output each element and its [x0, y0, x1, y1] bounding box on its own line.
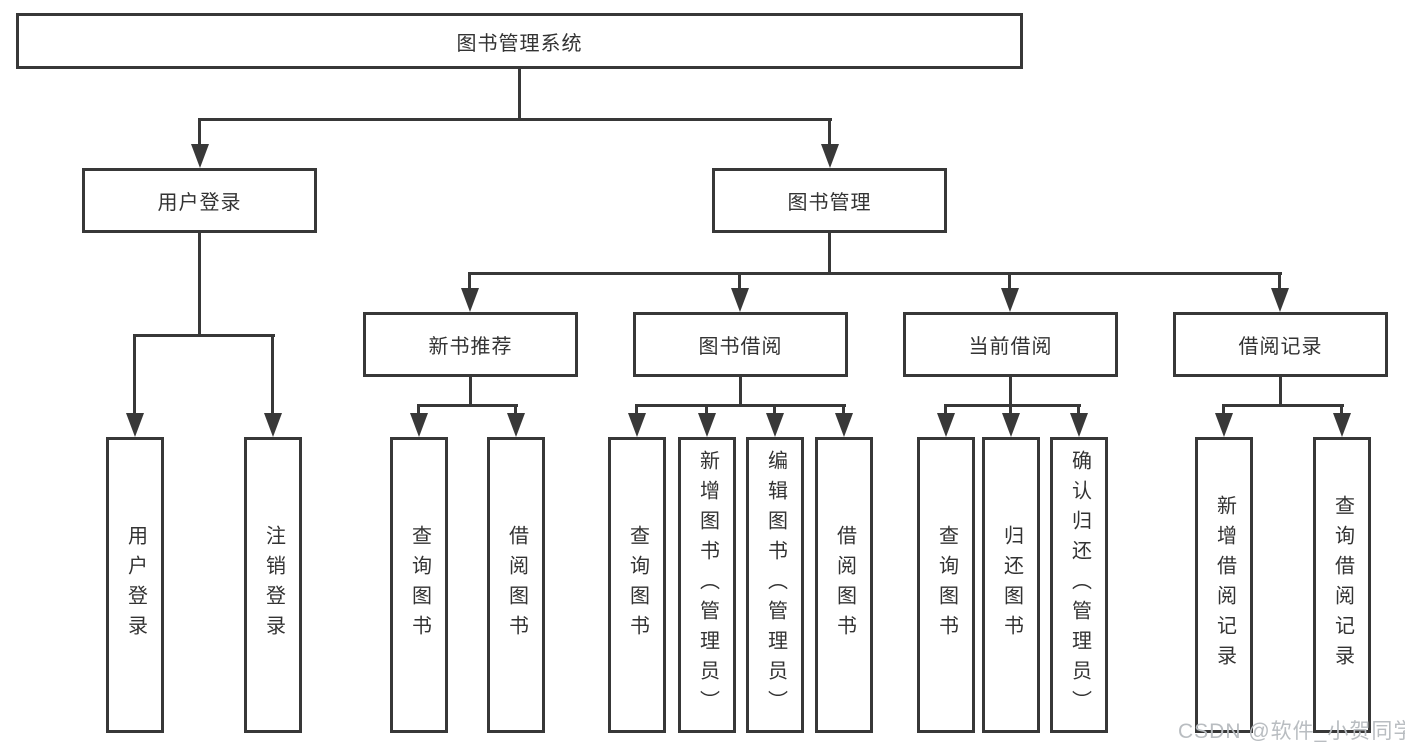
node-label: 查询图书 [408, 525, 431, 645]
arrow-down-icon [264, 413, 282, 437]
node-label: 图书管理系统 [456, 32, 583, 55]
connector-line [518, 69, 521, 121]
leaf-edit-books-admin: 编辑图书（管理员） [746, 437, 804, 733]
connector-line [705, 404, 708, 415]
leaf-confirm-return-admin: 确认归还（管理员） [1050, 437, 1108, 733]
connector-line [1278, 272, 1281, 290]
node-label: 注销登录 [262, 525, 285, 645]
connector-line [828, 118, 831, 146]
node-label: 借阅图书 [505, 525, 528, 645]
arrow-down-icon [410, 413, 428, 437]
node-label: 新增借阅记录 [1213, 495, 1236, 675]
connector-line [417, 404, 420, 415]
leaf-query-books-current: 查询图书 [917, 437, 975, 733]
connector-line [1008, 272, 1011, 290]
connector-line [469, 272, 1282, 275]
arrow-down-icon [628, 413, 646, 437]
leaf-borrow-books-recommend: 借阅图书 [487, 437, 545, 733]
arrow-down-icon [1070, 413, 1088, 437]
node-label: 归还图书 [1000, 525, 1023, 645]
node-label: 查询图书 [935, 525, 958, 645]
arrow-down-icon [731, 288, 749, 312]
connector-line [635, 404, 846, 407]
leaf-return-books: 归还图书 [982, 437, 1040, 733]
connector-line [842, 404, 845, 415]
connector-line [828, 233, 831, 275]
arrow-down-icon [937, 413, 955, 437]
connector-line [271, 334, 274, 415]
arrow-down-icon [191, 144, 209, 168]
node-label: 借阅图书 [833, 525, 856, 645]
node-label: 新增图书（管理员） [696, 450, 719, 720]
leaf-borrow-books: 借阅图书 [815, 437, 873, 733]
connector-line [1077, 404, 1080, 415]
connector-line [944, 404, 1081, 407]
node-label: 图书管理 [787, 192, 872, 214]
node-label: 图书借阅 [698, 336, 783, 358]
connector-line [1009, 404, 1012, 415]
connector-line [1340, 404, 1343, 415]
connector-line [198, 118, 201, 146]
connector-line [133, 334, 136, 415]
connector-line [944, 404, 947, 415]
node-label: 查询借阅记录 [1331, 495, 1354, 675]
node-user-login: 用户登录 [82, 168, 317, 233]
leaf-query-borrow-record: 查询借阅记录 [1313, 437, 1371, 733]
arrow-down-icon [821, 144, 839, 168]
arrow-down-icon [461, 288, 479, 312]
node-label: 编辑图书（管理员） [764, 450, 787, 720]
node-label: 查询图书 [626, 525, 649, 645]
node-label: 用户登录 [157, 192, 242, 214]
leaf-query-books-borrow: 查询图书 [608, 437, 666, 733]
arrow-down-icon [1333, 413, 1351, 437]
arrow-down-icon [1215, 413, 1233, 437]
connector-line [133, 334, 275, 337]
connector-line [198, 118, 832, 121]
connector-line [635, 404, 638, 415]
node-borrowing-records: 借阅记录 [1173, 312, 1388, 377]
leaf-add-books-admin: 新增图书（管理员） [678, 437, 736, 733]
node-label: 借阅记录 [1238, 336, 1323, 358]
connector-line [514, 404, 517, 415]
leaf-logout: 注销登录 [244, 437, 302, 733]
node-label: 新书推荐 [428, 336, 513, 358]
arrow-down-icon [1002, 413, 1020, 437]
connector-line [1279, 377, 1282, 407]
connector-line [738, 272, 741, 290]
leaf-add-borrow-record: 新增借阅记录 [1195, 437, 1253, 733]
connector-line [469, 377, 472, 407]
csdn-watermark: CSDN @软件_小贺同学 [1178, 720, 1405, 743]
arrow-down-icon [698, 413, 716, 437]
connector-line [1009, 377, 1012, 407]
leaf-query-books-recommend: 查询图书 [390, 437, 448, 733]
node-book-management: 图书管理 [712, 168, 947, 233]
arrow-down-icon [766, 413, 784, 437]
node-label: 用户登录 [124, 525, 147, 645]
arrow-down-icon [507, 413, 525, 437]
connector-line [773, 404, 776, 415]
arrow-down-icon [1001, 288, 1019, 312]
leaf-user-login: 用户登录 [106, 437, 164, 733]
connector-line [417, 404, 518, 407]
arrow-down-icon [126, 413, 144, 437]
arrow-down-icon [1271, 288, 1289, 312]
connector-line [1222, 404, 1344, 407]
connector-line [468, 272, 471, 290]
node-library-management-system: 图书管理系统 [16, 13, 1023, 69]
node-label: 当前借阅 [968, 336, 1053, 358]
arrow-down-icon [835, 413, 853, 437]
node-new-book-recommendation: 新书推荐 [363, 312, 578, 377]
connector-line [1222, 404, 1225, 415]
node-current-borrowing: 当前借阅 [903, 312, 1118, 377]
connector-line [198, 233, 201, 336]
connector-line [739, 377, 742, 407]
node-book-borrowing: 图书借阅 [633, 312, 848, 377]
node-label: 确认归还（管理员） [1068, 450, 1091, 720]
